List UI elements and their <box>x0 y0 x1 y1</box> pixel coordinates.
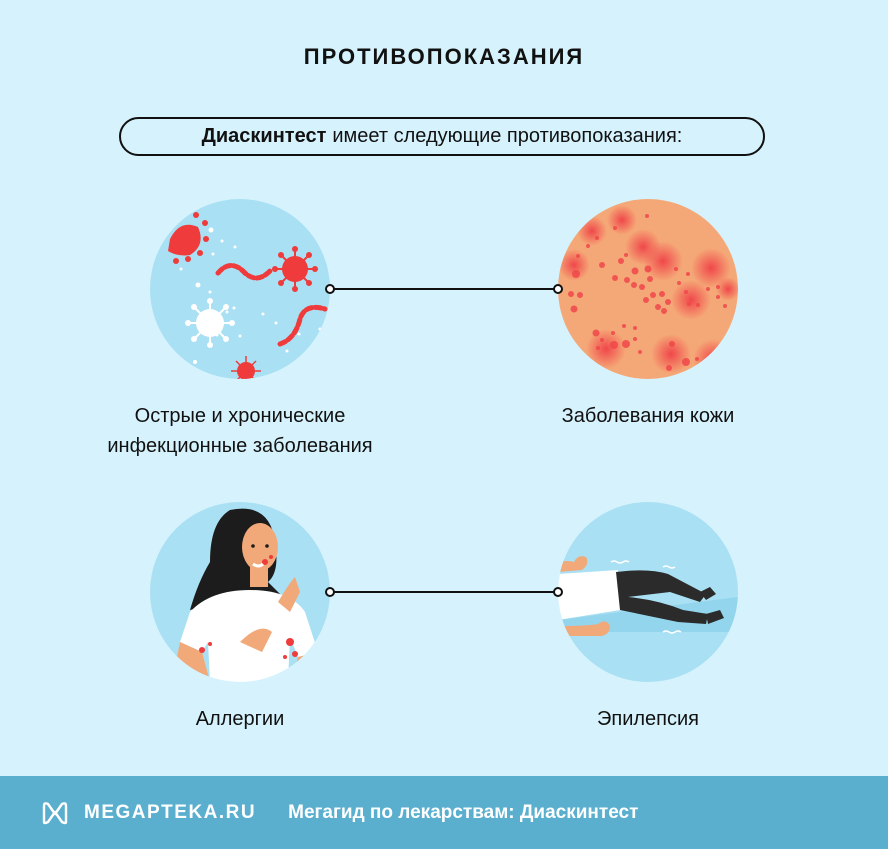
label-line: Заболевания кожи <box>561 405 735 427</box>
footer-caption: Мегагид по лекарствам: Диаскинтест <box>288 801 639 823</box>
label-infections: Острые и хронические инфекционные заболе… <box>40 401 440 461</box>
label-allergy: Аллергии <box>40 704 440 734</box>
label-line: Аллергии <box>195 708 285 730</box>
label-epilepsy: Эпилепсия <box>448 704 848 734</box>
megapteka-logo-icon <box>42 801 68 824</box>
virus-bacteria-icon <box>150 199 330 379</box>
page-title: ПРОТИВОПОКАЗАНИЯ <box>303 44 585 69</box>
brand-logo[interactable]: MEGAPTEKA.RU <box>40 800 256 826</box>
footer: MEGAPTEKA.RU Мегагид по лекарствам: Диас… <box>0 776 888 849</box>
label-line: Острые и хронические <box>134 405 346 427</box>
allergy-woman-icon <box>150 502 330 682</box>
seizure-person-icon <box>558 502 738 682</box>
brand-name: MEGAPTEKA.RU <box>84 801 257 823</box>
intro-text: имеет следующие противопоказания: <box>332 125 683 147</box>
connector-dot <box>553 284 563 294</box>
label-line: инфекционные заболевания <box>107 435 373 457</box>
intro-pill: Диаскинтест имеет следующие противопоказ… <box>119 117 765 156</box>
label-line: Эпилепсия <box>596 708 699 730</box>
connector-line-top <box>334 288 556 290</box>
skin-rash-icon <box>558 199 738 379</box>
label-skin: Заболевания кожи <box>448 401 848 431</box>
connector-dot <box>325 284 335 294</box>
connector-dot <box>553 587 563 597</box>
intro-bold: Диаскинтест <box>201 125 327 147</box>
connector-line-bottom <box>334 591 556 593</box>
connector-dot <box>325 587 335 597</box>
